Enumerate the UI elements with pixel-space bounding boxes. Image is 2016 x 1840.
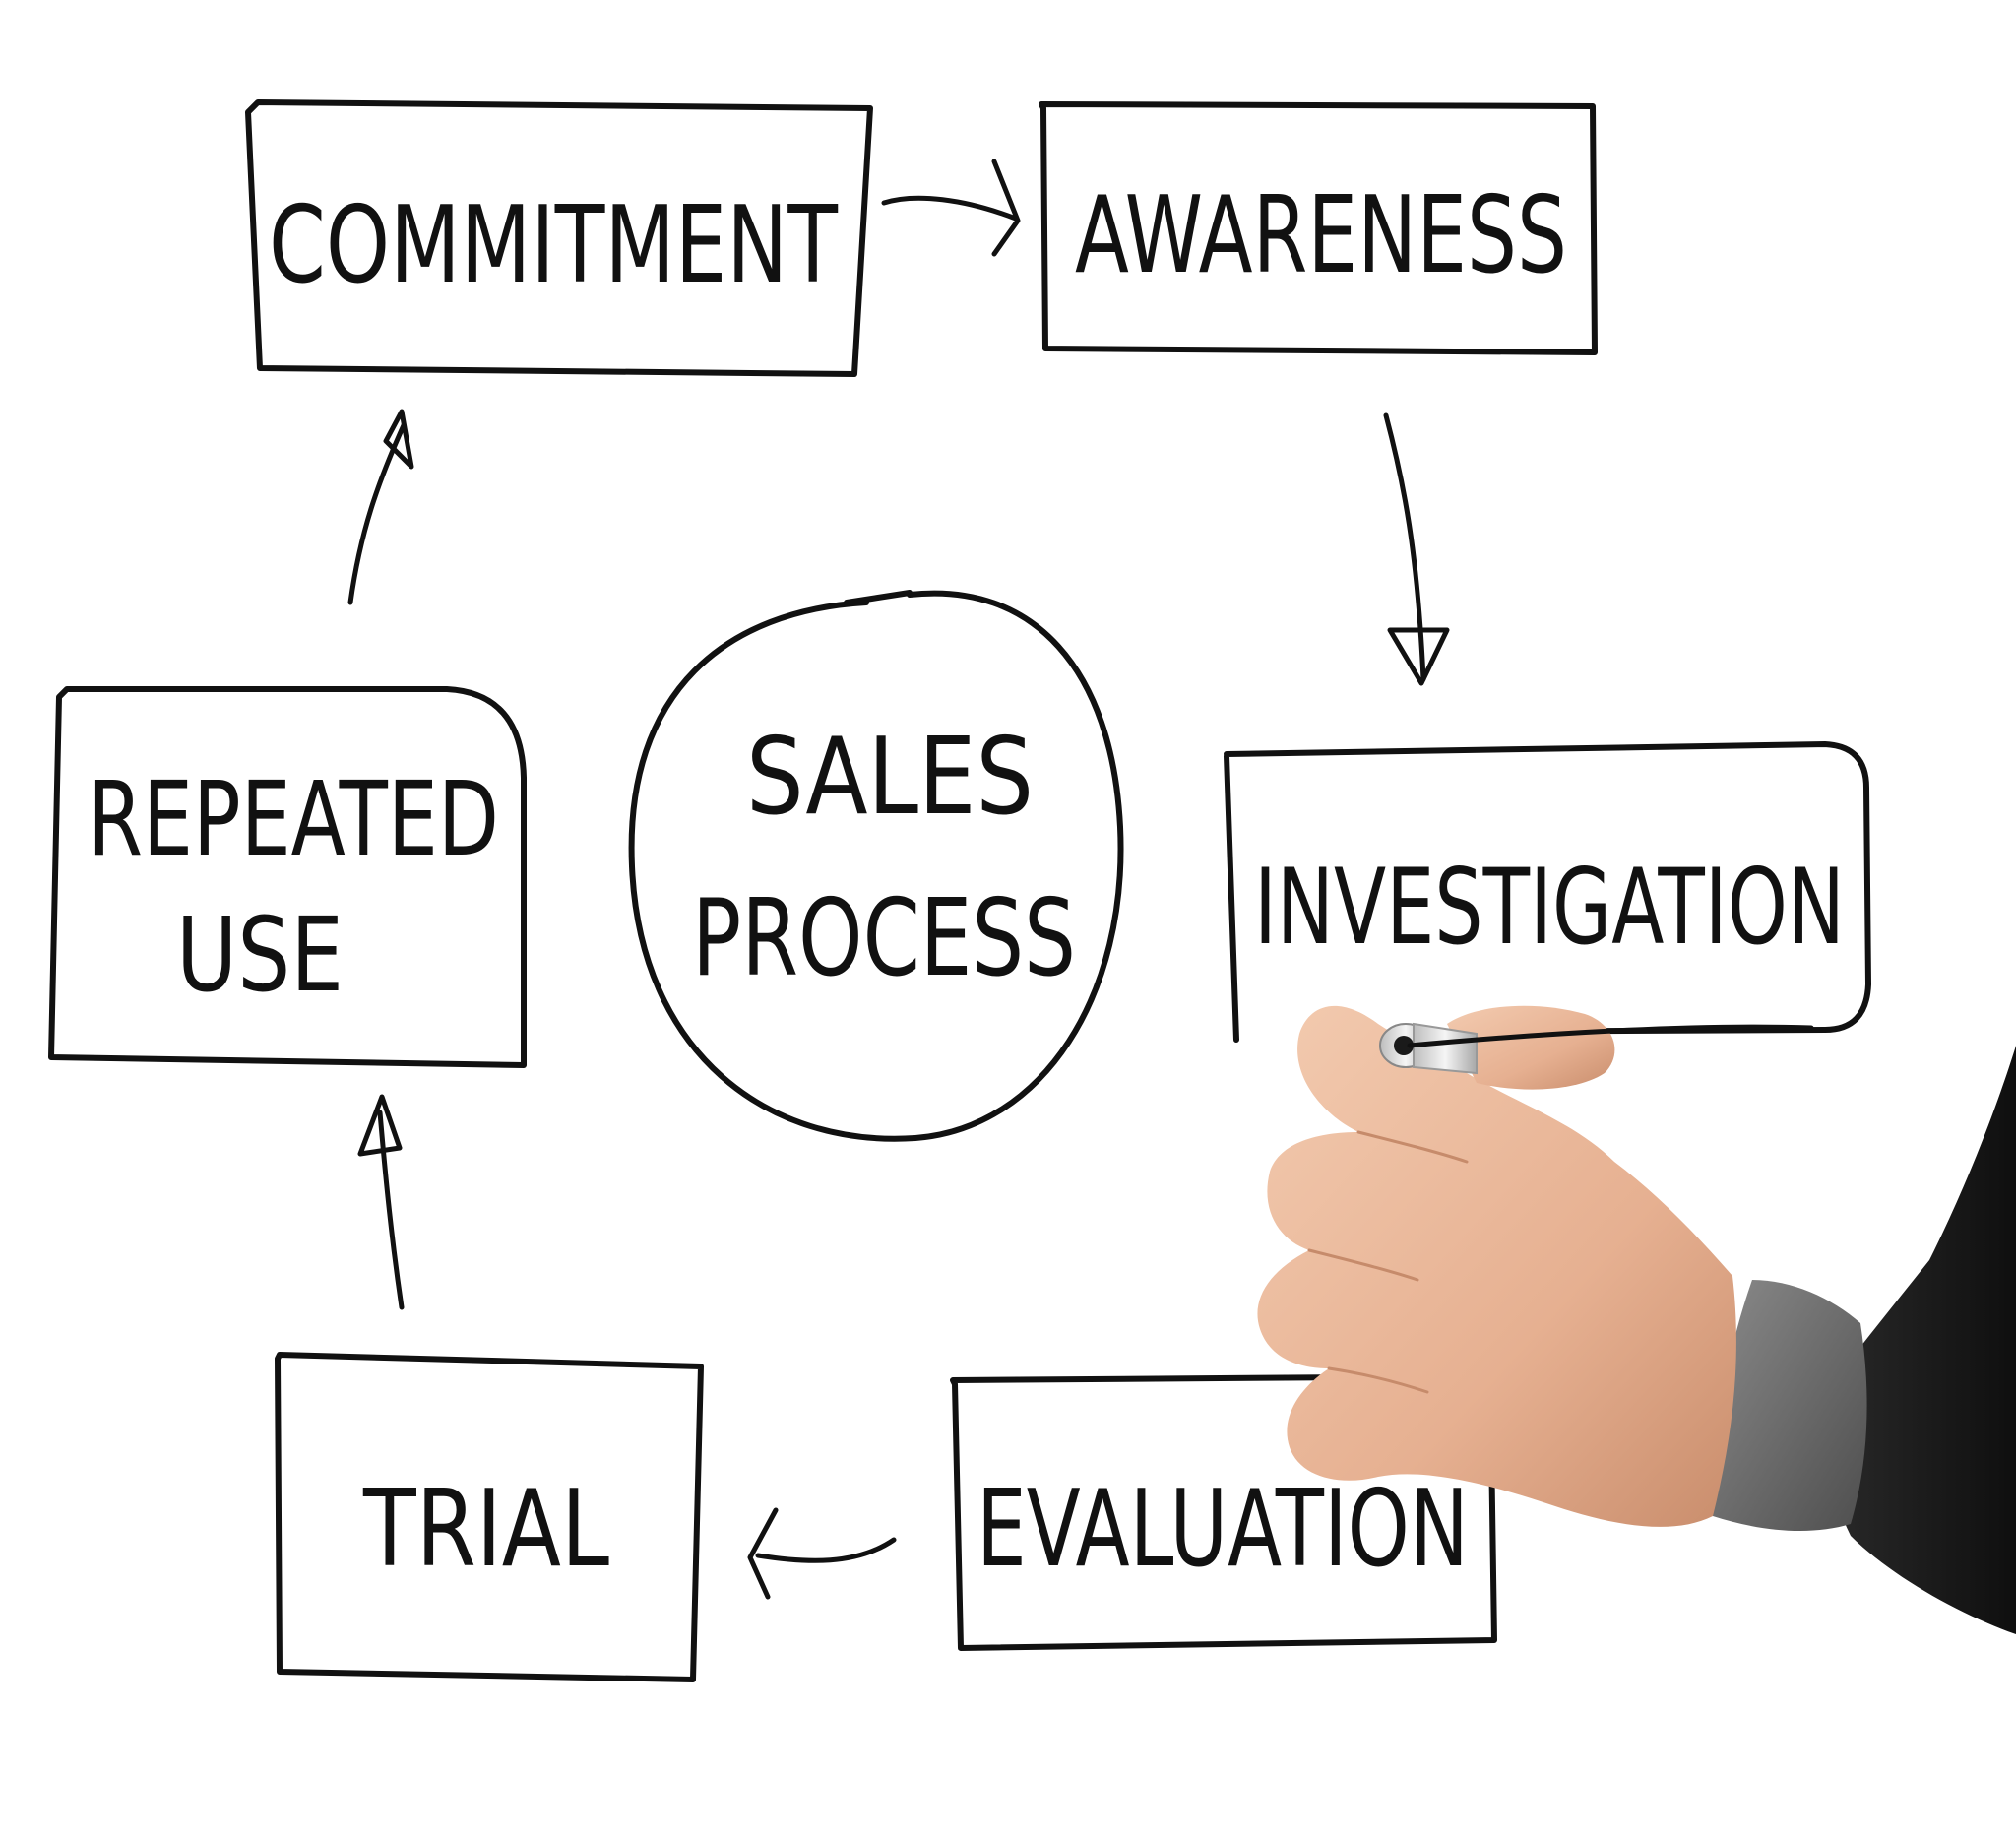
- arrow-evaluation-to-trial: [747, 1507, 897, 1600]
- step-commitment: COMMITMENT: [245, 99, 873, 377]
- flow-arrows: [347, 159, 1450, 1600]
- step-evaluation-label: EVALUATION: [976, 1468, 1469, 1591]
- arrow-commitment-to-awareness: [881, 159, 1021, 257]
- center-label-line1: SALES: [746, 716, 1034, 839]
- hand-with-marker: [1257, 1005, 2016, 1634]
- step-awareness-label: AWARENESS: [1075, 174, 1567, 297]
- step-trial: TRIAL: [275, 1352, 704, 1682]
- center-sales-process: SALES PROCESS: [628, 590, 1124, 1142]
- jacket-sleeve: [1821, 1046, 2016, 1634]
- step-investigation: INVESTIGATION: [1224, 741, 1871, 1043]
- step-repeated-use-box: [48, 686, 527, 1068]
- arrow-repeated-use-to-commitment: [347, 409, 414, 605]
- step-trial-label: TRIAL: [362, 1468, 609, 1591]
- step-repeated-use-label-line2: USE: [176, 895, 344, 1015]
- center-circle: [628, 590, 1124, 1142]
- step-commitment-label: COMMITMENT: [269, 184, 839, 307]
- step-commitment-box: [245, 99, 873, 377]
- thumb: [1447, 1005, 1615, 1090]
- step-awareness: AWARENESS: [1039, 101, 1598, 355]
- step-repeated-use: REPEATED USE: [48, 686, 527, 1068]
- shirt-cuff: [1713, 1280, 1867, 1531]
- arrow-trial-to-repeated-use: [357, 1094, 405, 1310]
- step-investigation-box: [1224, 741, 1871, 1043]
- arrow-awareness-to-investigation: [1383, 412, 1450, 686]
- center-label-line2: PROCESS: [692, 877, 1076, 1000]
- step-awareness-box: [1039, 101, 1598, 355]
- step-trial-box: [275, 1352, 704, 1682]
- marker-stroke: [1407, 1024, 1814, 1048]
- step-repeated-use-label-line1: REPEATED: [88, 759, 499, 879]
- marker-pen: [1379, 1022, 1478, 1075]
- step-investigation-label: INVESTIGATION: [1254, 847, 1845, 968]
